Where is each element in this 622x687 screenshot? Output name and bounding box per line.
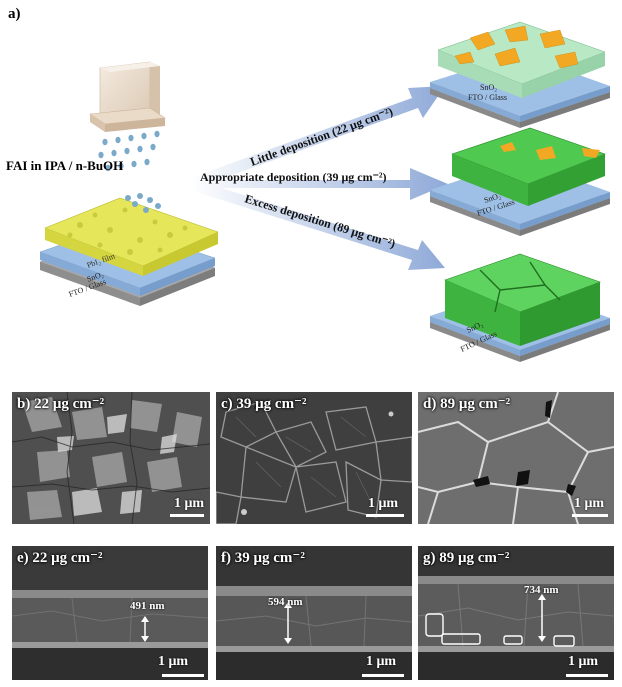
- panel-a-label: a): [8, 6, 21, 22]
- arrows: [190, 86, 448, 270]
- sno2-text-r1: SnO₂: [480, 83, 497, 92]
- sem-top-89: d) 89 μg cm⁻² 1 μm: [418, 392, 614, 524]
- stack-little: [430, 21, 610, 128]
- arrow-excess: [190, 180, 445, 270]
- scale-c: 1 μm: [368, 496, 399, 511]
- scale-bar-c: [366, 514, 404, 517]
- droplets: [98, 130, 160, 172]
- fto-text-r1: FTO / Glass: [468, 93, 507, 102]
- sem-d-label: d) 89 μg cm⁻²: [423, 396, 511, 412]
- precursor-label: FAI in IPA / n-BuOH: [6, 158, 124, 173]
- thickness-g: 734 nm: [524, 584, 559, 596]
- sem-top-22: b) 22 μg cm⁻² 1 μm: [12, 392, 210, 524]
- scale-bar-d: [572, 514, 608, 517]
- sem-cross-39: f) 39 μg cm⁻² 594 nm 1 μm: [216, 546, 412, 680]
- sem-cross-22: e) 22 μg cm⁻² 491 nm 1 μm: [12, 546, 208, 680]
- sem-e-label: e) 22 μg cm⁻²: [17, 550, 103, 566]
- scale-bar-g: [566, 674, 608, 677]
- scale-d: 1 μm: [574, 496, 605, 511]
- panel-a-schematic: PbI₂ film SnO₂ FTO / Glass SnO₂ FTO / Gl…: [39, 21, 610, 362]
- pbi2-film: [44, 193, 219, 276]
- arrow-appropriate: [190, 168, 448, 200]
- scale-f: 1 μm: [366, 654, 397, 669]
- arrow-text-appropriate: Appropriate deposition (39 μg cm⁻²): [200, 170, 387, 184]
- sem-f-label: f) 39 μg cm⁻²: [221, 550, 305, 566]
- arrow-text-excess: Excess deposition (89 μg cm⁻²): [243, 191, 397, 250]
- spray-nozzle-icon: [89, 61, 166, 132]
- stack-excess: [430, 253, 610, 362]
- arrow-little: [190, 86, 445, 188]
- sem-cross-89: g) 89 μg cm⁻² 734 nm 1 μm: [418, 546, 614, 680]
- scale-e: 1 μm: [158, 654, 189, 669]
- sem-b-label: b) 22 μg cm⁻²: [17, 396, 105, 412]
- stack-appropriate: [430, 127, 610, 236]
- scale-bar-b: [170, 514, 204, 517]
- thickness-e: 491 nm: [130, 600, 165, 612]
- sem-g-label: g) 89 μg cm⁻²: [423, 550, 510, 566]
- sem-c-label: c) 39 μg cm⁻²: [221, 396, 307, 412]
- arrow-text-little: Little deposition (22 μg cm⁻²): [248, 104, 394, 169]
- scale-g: 1 μm: [568, 654, 599, 669]
- thickness-f: 594 nm: [268, 596, 303, 608]
- scale-bar-e: [162, 674, 204, 677]
- scale-bar-f: [362, 674, 404, 677]
- scale-b: 1 μm: [174, 496, 205, 511]
- sem-top-39: c) 39 μg cm⁻² 1 μm: [216, 392, 412, 524]
